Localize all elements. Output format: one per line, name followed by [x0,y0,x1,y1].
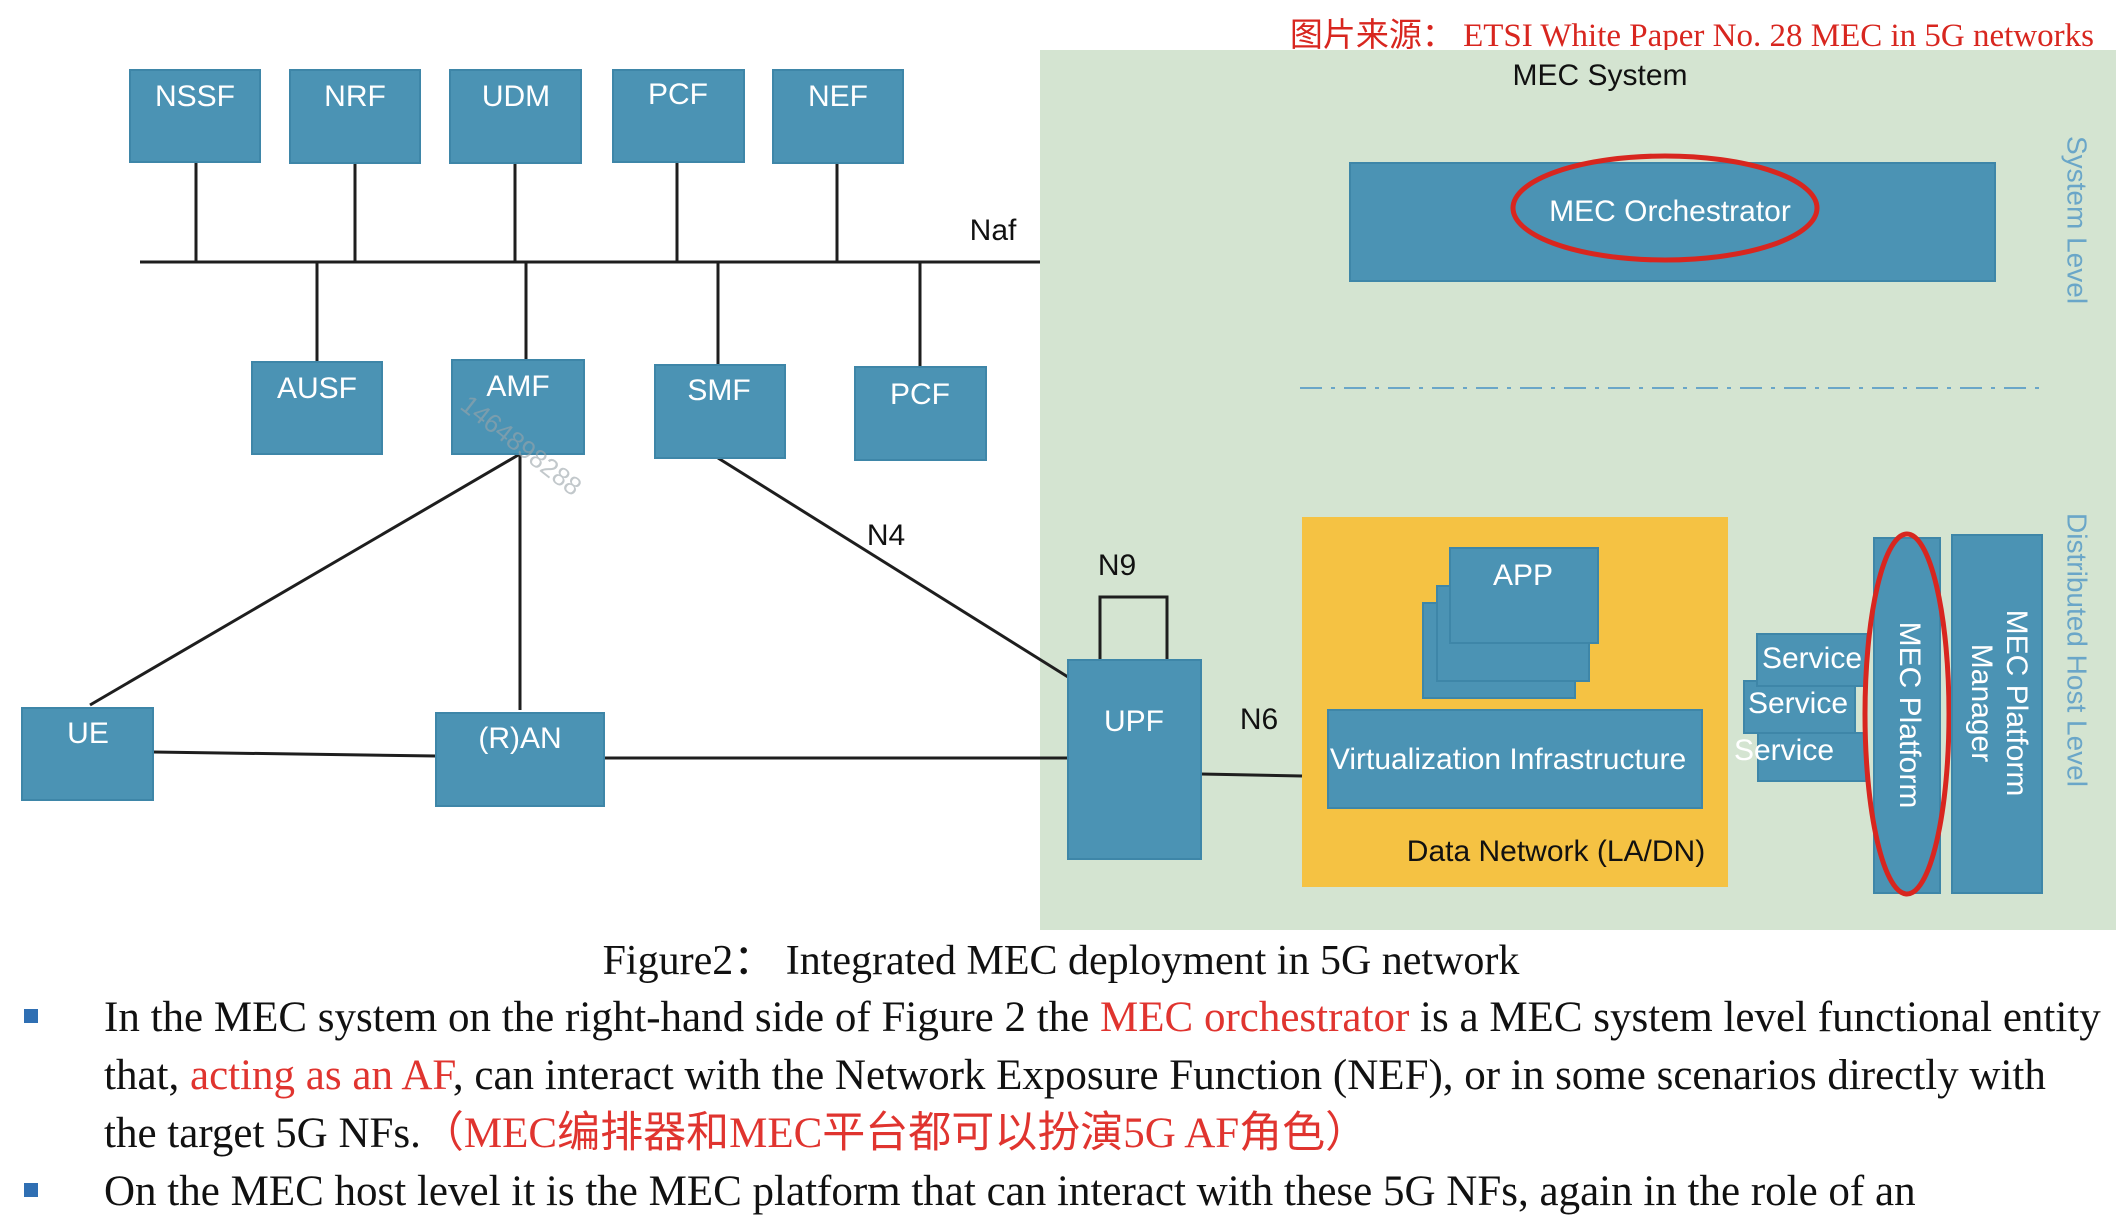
n9-loop [1098,595,1169,660]
nf-smf-box [654,364,786,459]
bullet-text-1: In the MEC system on the right-hand side… [104,989,2104,1163]
mec-platform-manager-label-1: MEC Platform [2000,610,2033,797]
ue-ran-link [152,750,437,758]
service-label-2: Service [1748,687,1848,720]
virtualization-infrastructure-box [1327,709,1703,809]
upf-box [1067,659,1202,860]
n4-label: N4 [867,519,905,552]
amf-ue-link [89,452,521,707]
mec-platform-box [1873,537,1941,894]
nf-nssf-box [129,69,261,163]
ran-label: (R)AN [478,722,561,755]
service-label-1: Service [1762,642,1862,675]
upf-label: UPF [1104,705,1164,738]
data-network-label: Data Network (LA/DN) [1407,835,1705,868]
bullet-1-highlight-orchestrator: MEC orchestrator [1100,994,1410,1041]
bullet-1-highlight-af: acting as an AF [189,1052,453,1099]
bullet-1-text-b: is a MEC system level functional entity … [104,994,2101,1099]
nf-amf-label: AMF [486,370,549,403]
ran-box [435,712,605,807]
nf-nef-box [772,69,904,164]
nf-udm-box [449,69,582,164]
n4-link [717,456,1069,679]
bullet-text-2: On the MEC host level it is the MEC plat… [104,1163,2104,1221]
naf-label: Naf [970,214,1017,247]
n6-link [1200,772,1303,778]
mec-platform-label: MEC Platform [1893,622,1926,809]
nf-pcf-mid-label: PCF [890,378,950,411]
bullet-2-text: On the MEC host level it is the MEC plat… [104,1168,1916,1215]
mec-platform-manager-label-2: Manager [1965,644,1998,762]
nf-ausf-box [251,361,383,455]
bullet-1-text-c: , can interact with the Network Exposure… [104,1052,2046,1157]
mec-platform-highlight [1862,531,1952,897]
app-label: APP [1493,559,1553,592]
nf-ausf-label: AUSF [277,372,357,405]
bullet-marker-2 [24,1183,38,1197]
nf-nrf-box [289,69,421,164]
service-box-1 [1756,633,1868,687]
nf-pcf-mid-box [854,366,987,461]
ue-label: UE [67,717,109,750]
bullet-marker-1 [24,1009,38,1023]
orchestrator-highlight [1510,153,1820,263]
source-note: 图片来源： ETSI White Paper No. 28 MEC in 5G … [1289,18,2094,54]
service-label-3: Service [1734,734,1834,767]
nf-pcf-top-box [612,69,745,163]
mec-system-title: MEC System [1512,59,1687,92]
mec-orchestrator-label: MEC Orchestrator [1549,195,1791,228]
nf-nrf-label: NRF [324,80,386,113]
nf-amf-box [451,359,585,455]
system-level-label: System Level [2062,136,2093,304]
nf-udm-label: UDM [482,80,550,113]
nf-nssf-label: NSSF [155,80,235,113]
n9-label: N9 [1098,549,1136,582]
nf-smf-label: SMF [687,374,750,407]
n6-label: N6 [1240,703,1278,736]
nf-nef-label: NEF [808,80,868,113]
virtualization-infrastructure-label: Virtualization Infrastructure [1330,743,1686,776]
mec-platform-manager-box [1951,534,2043,894]
ue-box [21,707,154,801]
bullet-1-text-a: In the MEC system on the right-hand side… [104,994,1101,1041]
distributed-host-level-label: Distributed Host Level [2062,513,2093,787]
bullet-1-chinese-note: （MEC编排器和MEC平台都可以扮演5G AF角色） [420,1110,1369,1157]
app-box [1449,547,1599,644]
nf-pcf-top-label: PCF [648,78,708,111]
figure-caption: Figure2： Integrated MEC deployment in 5G… [602,938,1520,984]
